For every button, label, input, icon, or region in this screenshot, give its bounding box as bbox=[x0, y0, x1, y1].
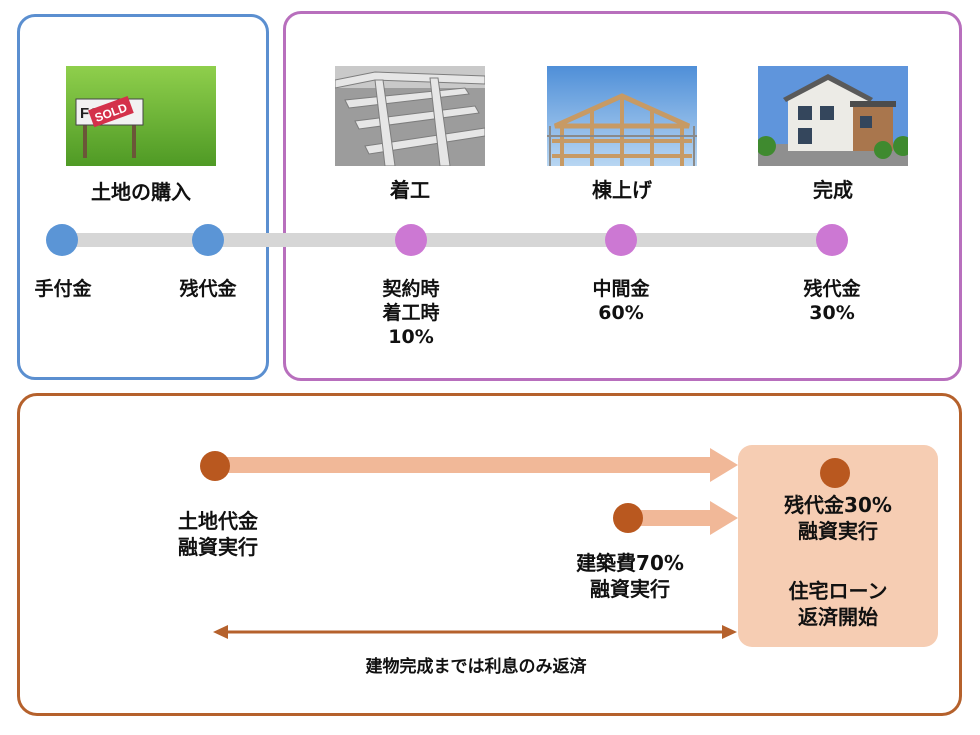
repayment-start-label: 住宅ローン 返済開始 bbox=[738, 578, 938, 630]
land-funding-dot bbox=[200, 451, 230, 481]
completed-house-photo bbox=[758, 66, 908, 166]
land-funding-label: 土地代金 融資実行 bbox=[163, 508, 273, 560]
payment-line: 着工時 bbox=[382, 302, 440, 324]
payment-percent: 60% bbox=[598, 302, 644, 324]
timeline-track bbox=[62, 233, 834, 247]
land-funding-arrow bbox=[214, 448, 738, 482]
loan-line: 残代金30% bbox=[784, 493, 892, 517]
loan-line: 土地代金 bbox=[178, 509, 258, 533]
stage-label-completion: 完成 bbox=[813, 178, 853, 202]
house-framing-photo bbox=[547, 66, 697, 166]
build-funding-dot bbox=[613, 503, 643, 533]
loan-line: 住宅ローン bbox=[788, 579, 888, 603]
foundation-photo bbox=[335, 66, 485, 166]
build-funding-label: 建築費70% 融資実行 bbox=[565, 550, 695, 602]
payment-percent: 10% bbox=[388, 326, 434, 348]
timeline-dot-framing bbox=[605, 224, 637, 256]
payment-line: 契約時 bbox=[382, 278, 440, 300]
interest-period-arrow bbox=[213, 625, 737, 639]
loan-line: 融資実行 bbox=[178, 535, 258, 559]
stage-label-construction-start: 着工 bbox=[390, 178, 430, 202]
payment-line: 残代金 bbox=[803, 278, 861, 300]
payment-deposit: 手付金 bbox=[34, 278, 92, 300]
build-funding-arrow bbox=[628, 501, 738, 535]
final-funding-dot bbox=[820, 458, 850, 488]
timeline-dot-deposit bbox=[46, 224, 78, 256]
loan-line: 融資実行 bbox=[798, 519, 878, 543]
stage-label-framing: 棟上げ bbox=[592, 178, 652, 202]
loan-line: 返済開始 bbox=[798, 605, 878, 629]
final-funding-label: 残代金30% 融資実行 bbox=[738, 492, 938, 544]
payment-completion: 残代金 30% bbox=[762, 277, 902, 325]
payment-construction-start: 契約時 着工時 10% bbox=[341, 277, 481, 349]
loan-line: 建築費70% bbox=[576, 551, 684, 575]
timeline-dot-construction-start bbox=[395, 224, 427, 256]
payment-framing: 中間金 60% bbox=[551, 277, 691, 325]
timeline-dot-land-balance bbox=[192, 224, 224, 256]
payment-line: 中間金 bbox=[592, 278, 650, 300]
interest-only-note: 建物完成までは利息のみ返済 bbox=[365, 657, 587, 677]
land-for-sale-photo: FOR SOLD bbox=[66, 66, 216, 166]
stage-label-land-purchase: 土地の購入 bbox=[91, 180, 191, 204]
payment-percent: 30% bbox=[809, 302, 855, 324]
timeline-dot-completion bbox=[816, 224, 848, 256]
loan-line: 融資実行 bbox=[590, 577, 670, 601]
payment-land-balance: 残代金 bbox=[179, 278, 237, 300]
